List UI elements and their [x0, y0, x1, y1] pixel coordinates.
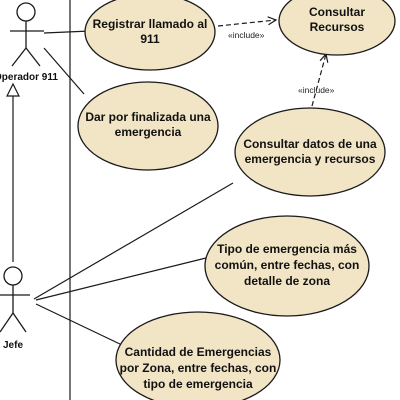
actor-jefe-label: Jefe — [3, 340, 23, 351]
assoc-boss-tipo-emergencia — [35, 257, 207, 301]
include-label-1: «include» — [228, 30, 265, 40]
svg-text:común, entre fechas, con: común, entre fechas, con — [215, 258, 360, 272]
svg-text:Registrar llamado al: Registrar llamado al — [93, 17, 208, 31]
use-case-dar-por-finalizada[interactable]: Dar por finalizada una emergencia — [77, 81, 219, 171]
assoc-boss-cantidad — [35, 303, 123, 346]
svg-text:Consultar: Consultar — [309, 5, 365, 19]
use-case-consultar-datos[interactable]: Consultar datos de una emergencia y recu… — [234, 107, 386, 197]
use-case-registrar-llamado[interactable]: Registrar llamado al 911 — [84, 0, 216, 71]
svg-text:detalle de zona: detalle de zona — [244, 274, 330, 288]
use-case-cantidad-emergencias[interactable]: Cantidad de Emergencias por Zona, entre … — [115, 311, 281, 400]
actor-jefe: Jefe — [0, 266, 30, 351]
svg-text:por Zona, entre fechas, con: por Zona, entre fechas, con — [120, 361, 277, 375]
actor-operador-911: Operador 911 — [0, 2, 58, 83]
use-case-tipo-emergencia[interactable]: Tipo de emergencia más común, entre fech… — [204, 215, 370, 317]
include-dependency-consultar-datos — [311, 54, 326, 107]
svg-text:emergencia y recursos: emergencia y recursos — [245, 152, 376, 166]
assoc-operator-finalizar — [43, 47, 85, 95]
svg-text:Dar por finalizada una: Dar por finalizada una — [85, 110, 211, 124]
svg-text:911: 911 — [140, 32, 160, 46]
svg-text:Consultar datos de una: Consultar datos de una — [243, 137, 377, 151]
svg-text:Cantidad de Emergencias: Cantidad de Emergencias — [125, 345, 272, 359]
actor-operador-label: Operador 911 — [0, 72, 58, 83]
svg-text:tipo de emergencia: tipo de emergencia — [143, 377, 253, 391]
actor-jefe-head — [3, 266, 23, 286]
include-dependency-registrar — [217, 20, 276, 27]
svg-text:Tipo de emergencia más: Tipo de emergencia más — [217, 242, 357, 256]
svg-text:Recursos: Recursos — [310, 20, 365, 34]
assoc-operator-registrar — [43, 30, 91, 34]
actor-operador-head — [16, 2, 36, 22]
generalization-arrowhead — [6, 82, 20, 97]
assoc-boss-consultar-datos — [33, 182, 234, 300]
use-case-consultar-recursos[interactable]: Consultar Recursos — [278, 0, 396, 56]
svg-text:emergencia: emergencia — [115, 125, 182, 139]
include-label-2: «include» — [298, 85, 335, 95]
